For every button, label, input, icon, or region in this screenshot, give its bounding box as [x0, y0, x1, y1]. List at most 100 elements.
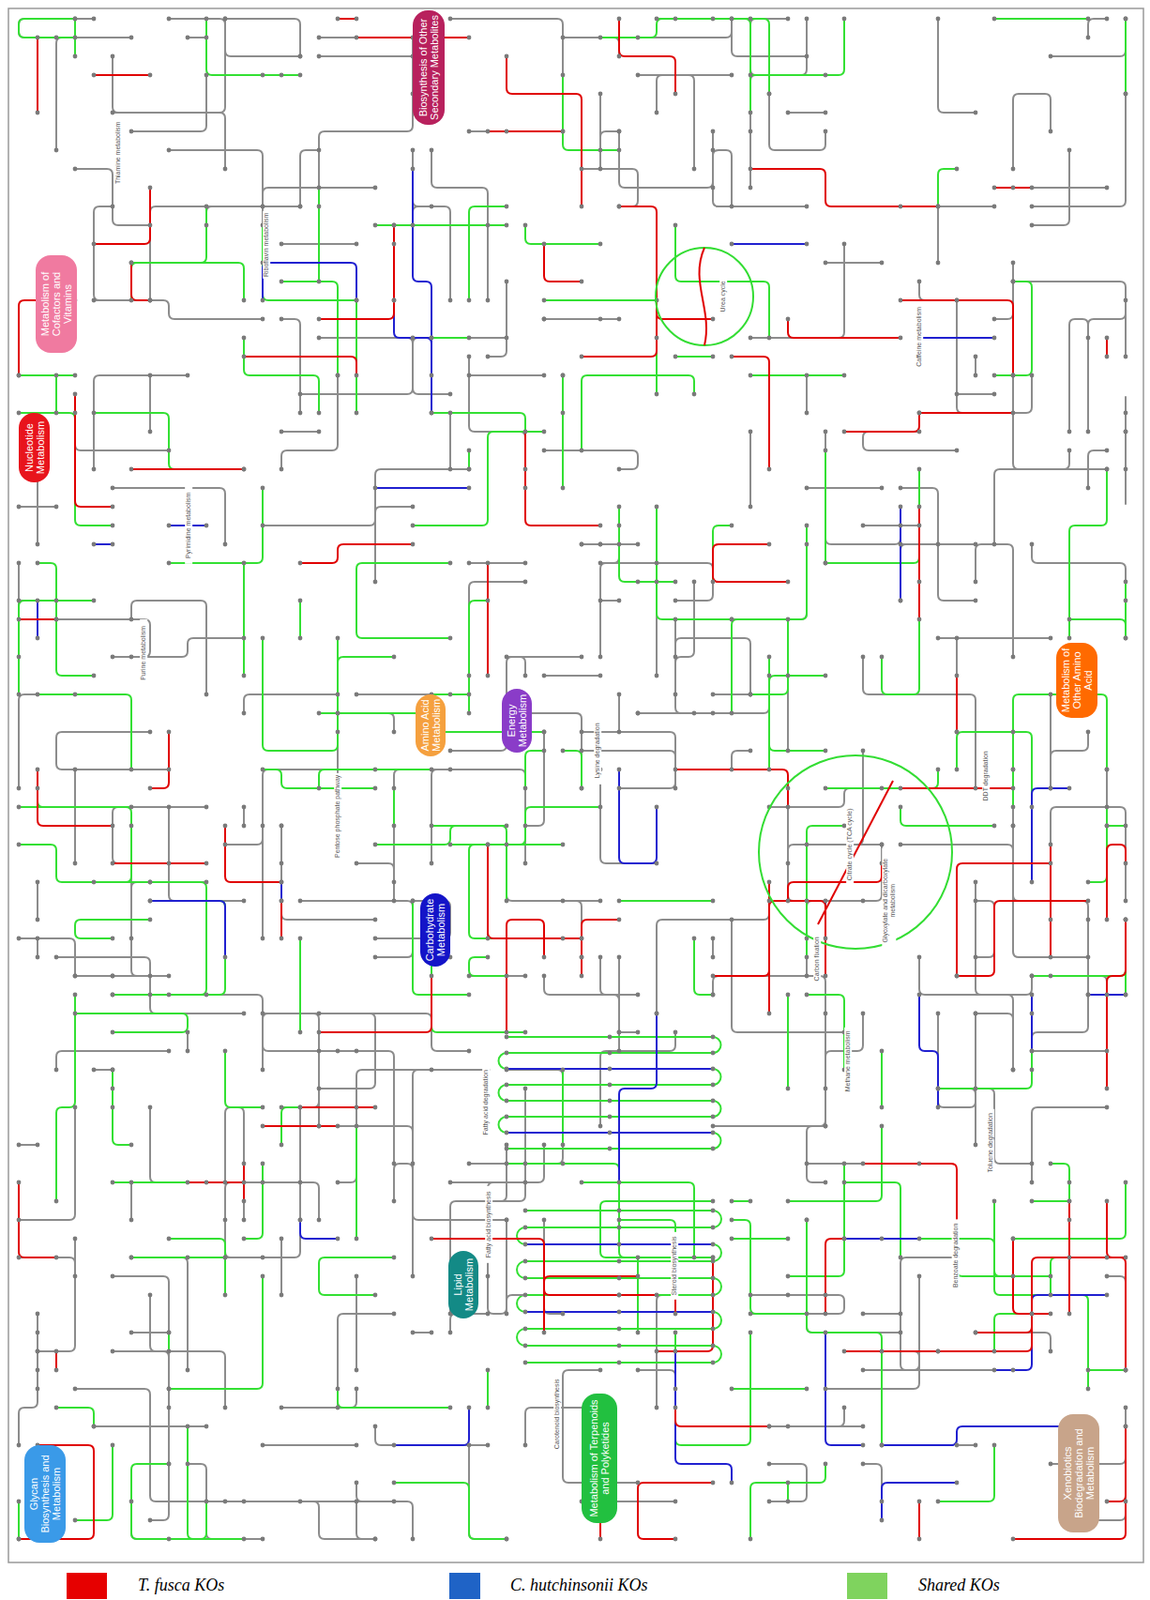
reaction-line: [694, 938, 713, 995]
reaction-line: [637, 18, 732, 38]
reaction-line: [544, 317, 620, 320]
reaction-line: [18, 412, 113, 526]
compound-dot: [617, 54, 622, 60]
compound-dot: [1067, 148, 1073, 153]
compound-dot: [16, 842, 22, 848]
compound-dot: [410, 898, 416, 904]
reaction-line: [300, 1105, 376, 1108]
compound-dot: [542, 748, 547, 754]
compound-dot: [617, 1309, 622, 1315]
reaction-line: [281, 1388, 357, 1408]
compound-dot: [635, 711, 641, 716]
compound-dot: [110, 542, 116, 547]
compound-dot: [729, 73, 735, 78]
compound-dot: [410, 1273, 416, 1279]
compound-dot: [617, 1225, 622, 1230]
compound-dot: [260, 1536, 266, 1542]
compound-dot: [73, 1273, 78, 1279]
reaction-line: [486, 562, 489, 676]
compound-dot: [129, 1217, 135, 1223]
compound-dot: [354, 410, 360, 416]
compound-dot: [1029, 223, 1035, 228]
compound-dot: [1029, 1311, 1035, 1317]
compound-dot: [748, 429, 754, 435]
compound-dot: [242, 467, 247, 472]
compound-dot: [617, 1275, 622, 1281]
compound-dot: [35, 767, 41, 772]
compound-dot: [579, 954, 585, 960]
compound-dot: [354, 1048, 360, 1054]
compound-dot: [1048, 54, 1054, 60]
reaction-line: [18, 1256, 76, 1351]
reaction-line: [225, 18, 301, 57]
compound-dot: [936, 635, 941, 641]
reaction-line: [675, 355, 713, 358]
compound-dot: [354, 298, 360, 303]
compound-dot: [973, 598, 979, 604]
compound-dot: [185, 1461, 191, 1467]
compound-dot: [711, 1480, 716, 1485]
compound-dot: [748, 748, 754, 754]
compound-dot: [223, 1255, 228, 1260]
reaction-line: [806, 994, 845, 1070]
compound-dot: [973, 110, 979, 116]
compound-dot: [485, 354, 491, 360]
compound-dot: [692, 392, 697, 397]
compound-dot: [204, 73, 210, 78]
reaction-line: [487, 1088, 526, 1201]
compound-dot: [110, 110, 116, 116]
reaction-line: [412, 337, 432, 413]
compound-dot: [110, 992, 116, 998]
compound-dot: [485, 598, 491, 604]
compound-dot: [973, 954, 979, 960]
reaction-line: [168, 1275, 263, 1389]
compound-dot: [223, 1180, 228, 1185]
compound-dot: [166, 1405, 172, 1410]
compound-dot: [711, 129, 716, 135]
compound-dot: [823, 1461, 829, 1467]
compound-dot: [598, 804, 604, 810]
compound-dot: [1104, 1498, 1110, 1504]
compound-dot: [1029, 1161, 1035, 1166]
compound-dot: [204, 16, 210, 22]
compound-dot: [35, 542, 41, 547]
compound-dot: [223, 1405, 228, 1410]
compound-dot: [898, 786, 904, 791]
reaction-line: [619, 769, 657, 863]
compound-dot: [879, 1517, 885, 1523]
compound-dot: [842, 429, 848, 435]
compound-dot: [279, 242, 285, 247]
compound-dot: [973, 1330, 979, 1335]
compound-dot: [1123, 917, 1129, 923]
compound-dot: [1011, 823, 1016, 829]
reaction-line: [355, 300, 358, 413]
compound-dot: [335, 1180, 341, 1185]
compound-dot: [335, 16, 341, 22]
compound-dot: [91, 1423, 97, 1429]
category-name: Carbohydrate Metabolism: [423, 897, 447, 962]
compound-dot: [635, 73, 641, 78]
compound-dot: [504, 223, 510, 228]
reaction-line: [581, 375, 695, 451]
compound-dot: [410, 223, 416, 228]
reaction-line: [544, 450, 638, 470]
compound-dot: [729, 204, 735, 210]
compound-dot: [91, 298, 97, 303]
compound-dot: [598, 1123, 604, 1129]
compound-dot: [91, 1423, 97, 1429]
compound-dot: [279, 1236, 285, 1241]
compound-dot: [617, 1326, 622, 1332]
compound-dot: [635, 1480, 641, 1485]
compound-dot: [73, 1104, 78, 1110]
compound-dot: [354, 35, 360, 41]
compound-dot: [579, 1180, 585, 1185]
compound-dot: [992, 204, 998, 210]
pathway-label: Lysine degradation: [593, 716, 602, 785]
compound-dot: [485, 223, 491, 228]
compound-dot: [579, 786, 585, 791]
compound-dot: [166, 1461, 172, 1467]
reaction-line: [487, 130, 563, 133]
compound-dot: [504, 1098, 510, 1104]
compound-dot: [148, 373, 153, 379]
compound-dot: [148, 917, 153, 923]
